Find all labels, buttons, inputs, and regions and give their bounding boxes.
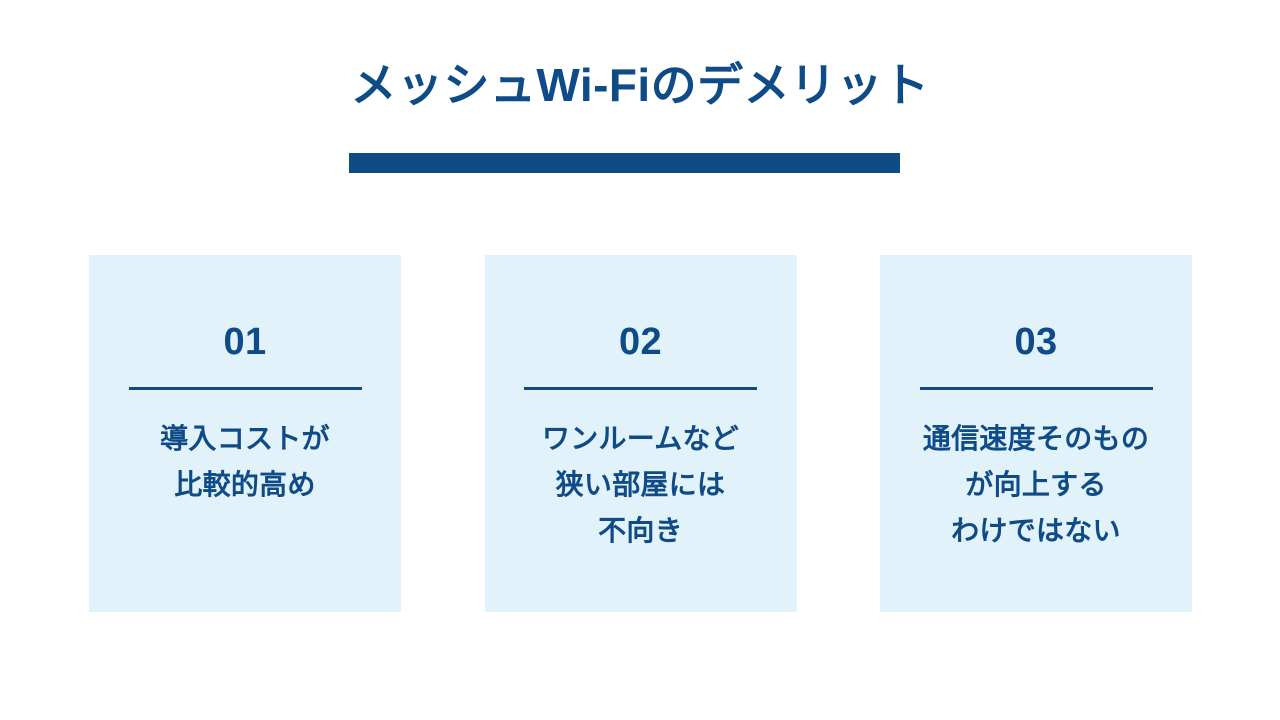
- card-divider: [919, 387, 1153, 390]
- card-number: 01: [223, 321, 267, 363]
- card-text-line: が向上する: [965, 469, 1107, 500]
- card-text-line: 不向き: [598, 515, 683, 546]
- page-title: メッシュWi-Fiのデメリット: [350, 59, 930, 111]
- card-divider: [128, 387, 362, 390]
- card-text: ワンルームなど 狭い部屋には 不向き: [542, 416, 739, 554]
- heading-block: メッシュWi-Fiのデメリット: [0, 58, 1280, 112]
- cards-row: 01 導入コストが 比較的高め 02 ワンルームなど 狭い部屋には 不向き 03…: [89, 255, 1192, 612]
- card-text-line: ワンルームなど: [541, 423, 740, 454]
- card-01: 01 導入コストが 比較的高め: [89, 255, 401, 612]
- card-text-line: 狭い部屋には: [555, 469, 726, 500]
- card-divider: [524, 387, 757, 390]
- title-accent-bar: [349, 153, 900, 173]
- card-text-line: 比較的高め: [174, 469, 316, 500]
- card-number: 03: [1014, 321, 1058, 363]
- card-text: 導入コストが 比較的高め: [160, 416, 330, 508]
- card-text-line: わけではない: [951, 515, 1121, 546]
- card-text-line: 導入コストが: [160, 423, 330, 454]
- card-02: 02 ワンルームなど 狭い部屋には 不向き: [484, 255, 797, 612]
- card-number: 02: [618, 321, 663, 363]
- card-text: 通信速度そのもの が向上する わけではない: [923, 416, 1149, 554]
- card-03: 03 通信速度そのもの が向上する わけではない: [880, 255, 1192, 612]
- card-text-line: 通信速度そのもの: [922, 423, 1150, 454]
